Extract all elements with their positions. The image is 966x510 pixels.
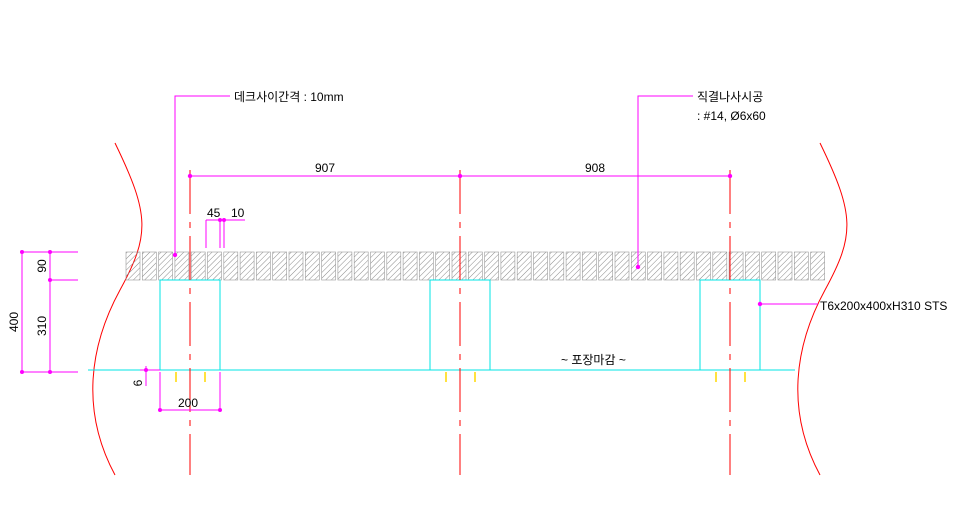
post-width-dimension [158, 372, 222, 412]
deck-board [647, 251, 662, 281]
deck-board [207, 251, 222, 281]
deck-board [565, 251, 581, 281]
span-left-label: 907 [315, 161, 335, 175]
anchor-bolts [175, 372, 746, 382]
deck-board [500, 251, 516, 281]
board-dimension [205, 218, 245, 248]
deck-board [337, 251, 353, 281]
deck-board [712, 251, 728, 281]
deck-board [582, 251, 597, 281]
deck-board [239, 251, 255, 281]
deck-board [435, 251, 451, 281]
board-width-label: 45 [207, 206, 221, 220]
deck-board [728, 251, 744, 281]
deck-board [516, 251, 532, 281]
left-break-line [92, 142, 143, 476]
screw-note-title: 직결나사시공 [697, 90, 763, 104]
base-offset-label: 6 [131, 379, 145, 386]
right-break-line [797, 142, 848, 476]
total-height-label: 400 [7, 312, 21, 332]
deck-board [598, 251, 614, 281]
deck-board [533, 251, 548, 281]
centerlines [189, 170, 731, 475]
deck-board [174, 251, 190, 281]
deck-board [288, 251, 304, 281]
deck-board [793, 251, 809, 281]
deck-board [190, 251, 206, 281]
deck-board [402, 251, 418, 281]
leader-lines [172, 95, 818, 307]
deck-board [679, 251, 695, 281]
deck-gap-note: 데크사이간격 : 10mm [234, 90, 344, 104]
deck-board [549, 251, 565, 281]
deck-board [304, 251, 320, 281]
deck-board [419, 251, 434, 281]
deck-board [158, 251, 173, 281]
deck-board [386, 251, 402, 281]
deck-board [467, 251, 483, 281]
span-dimension [187, 173, 733, 179]
deck-board [256, 251, 271, 281]
deck-board [223, 251, 239, 281]
post-width-label: 200 [178, 396, 198, 410]
deck-board [777, 251, 793, 281]
deck-board [321, 251, 336, 281]
deck-board [484, 251, 499, 281]
deck-board [370, 251, 385, 281]
height-dimensions [20, 250, 78, 374]
deck-board [272, 251, 288, 281]
screw-note-spec: : #14, Ø6x60 [697, 109, 766, 123]
base-offset-dimension [140, 366, 160, 386]
deck-board [761, 251, 777, 281]
deck-thickness-label: 90 [35, 259, 49, 273]
post-spec-note: T6x200x400xH310 STS [820, 299, 947, 313]
deck-board [745, 251, 760, 281]
span-right-label: 908 [585, 161, 605, 175]
deck-board [696, 251, 711, 281]
deck-board [142, 251, 157, 281]
deck-board [810, 251, 825, 281]
deck-board [353, 251, 369, 281]
deck-board [125, 251, 141, 281]
deck-board [451, 251, 467, 281]
deck-board [663, 251, 679, 281]
post-height-label: 310 [35, 316, 49, 336]
pavement-note: ~ 포장마감 ~ [561, 353, 626, 367]
board-gap-label: 10 [231, 206, 245, 220]
deck-boards [125, 251, 825, 281]
deck-board [614, 251, 630, 281]
